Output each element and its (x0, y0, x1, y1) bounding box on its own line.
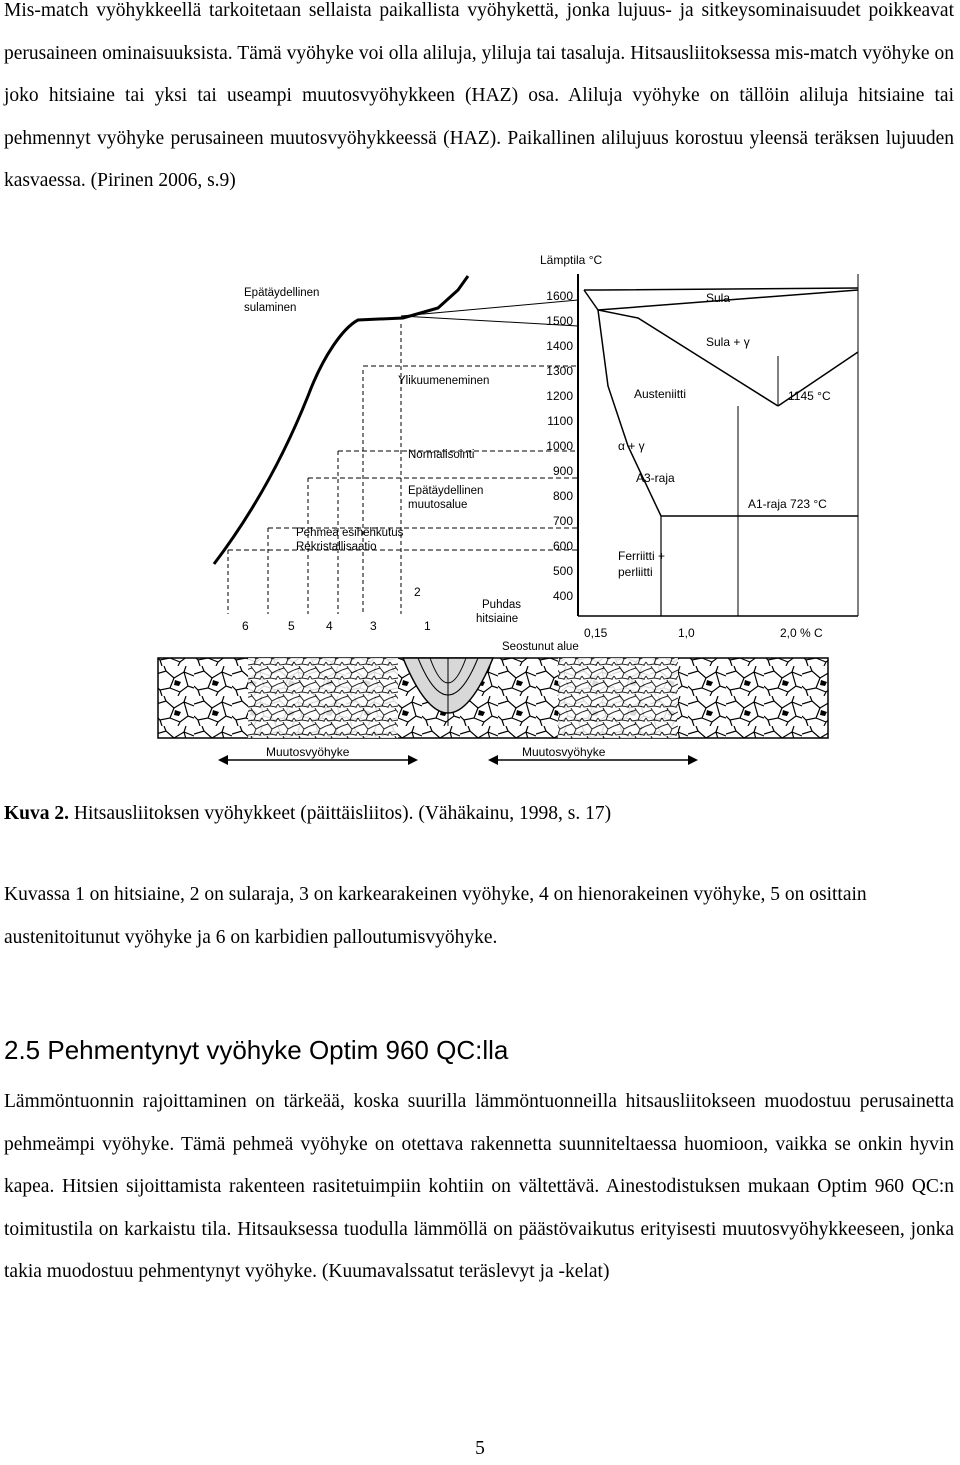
tick-1600: 1600 (546, 289, 573, 303)
label-muutosalue-1: Epätäydellinen (408, 485, 483, 497)
zone-number-5: 5 (288, 619, 295, 633)
paragraph-mismatch: Mis-match vyöhykkeellä tarkoitetaan sell… (4, 0, 954, 191)
tick-600: 600 (553, 539, 573, 553)
carbon-tick-015: 0,15 (584, 626, 608, 640)
label-epataydellinen-sulaminen-1: Epätäydellinen (244, 287, 319, 299)
zone-number-2: 2 (414, 585, 421, 599)
zone-arrows: Muutosvyöhyke Muutosvyöhyke (218, 745, 698, 765)
label-puhdas-hitsiaine-1: Puhdas (482, 599, 521, 611)
tick-1400: 1400 (546, 339, 573, 353)
label-rekristallisaatio: Rekristallisaatio (296, 541, 377, 553)
tick-900: 900 (553, 464, 573, 478)
figure-caption: Kuva 2. Hitsausliitoksen vyöhykkeet (päi… (4, 800, 611, 828)
label-ferriitti-1: Ferriitti + (618, 549, 665, 563)
zone-number-6: 6 (242, 619, 249, 633)
zone-number-3: 3 (370, 619, 377, 633)
label-sula: Sula (706, 291, 730, 305)
zone-number-4: 4 (326, 619, 333, 633)
label-a1: A1-raja 723 °C (748, 497, 827, 511)
temperature-ticks: 1600 1500 1400 1300 1200 1100 1000 900 8… (546, 289, 573, 603)
tick-1100: 1100 (547, 414, 573, 428)
label-seostunut-alue: Seostunut alue (502, 641, 579, 653)
phase-diagram: Lämptila °C 1600 1500 1400 1300 1200 110… (540, 253, 859, 640)
label-muutosvyohyke-right: Muutosvyöhyke (522, 745, 606, 759)
paragraph-zones: Kuvassa 1 on hitsiaine, 2 on sularaja, 3… (4, 884, 867, 948)
tick-1300: 1300 (546, 364, 573, 378)
label-1145: 1145 °C (788, 389, 831, 403)
carbon-ticks: 0,15 1,0 2,0 % C (584, 626, 823, 640)
zone-numbers: 6 5 4 3 1 2 (242, 585, 431, 633)
label-puhdas-hitsiaine-2: hitsiaine (476, 613, 518, 625)
paragraph-softened-zone: Lämmöntuonnin rajoittaminen on tärkeää, … (4, 1091, 954, 1282)
temperature-curve: Epätäydellinen sulaminen Ylikuumeneminen… (212, 275, 579, 653)
tick-800: 800 (553, 489, 573, 503)
caption-text: Hitsausliitoksen vyöhykkeet (päittäislii… (69, 803, 612, 824)
label-ylikuumeneminen: Ylikuumeneminen (398, 375, 489, 387)
label-sula-gamma: Sula + γ (706, 335, 750, 349)
section-heading: 2.5 Pehmentynyt vyöhyke Optim 960 QC:lla (4, 1035, 509, 1065)
tick-1200: 1200 (546, 389, 573, 403)
zone-number-1: 1 (424, 619, 431, 633)
label-muutosvyohyke-left: Muutosvyöhyke (266, 745, 350, 759)
microstructure-strip (157, 657, 829, 739)
label-epataydellinen-sulaminen-2: sulaminen (244, 302, 296, 314)
tick-1000: 1000 (546, 439, 573, 453)
axis-title: Lämptila °C (540, 253, 602, 267)
label-normalisointi: Normalisointi (408, 449, 474, 461)
tick-500: 500 (553, 564, 573, 578)
tick-400: 400 (553, 589, 573, 603)
tick-700: 700 (553, 514, 573, 528)
label-alpha-gamma: α + γ (618, 439, 645, 453)
label-ferriitti-2: perliitti (618, 565, 653, 579)
carbon-tick-20: 2,0 % C (780, 626, 823, 640)
page-number: 5 (475, 1438, 485, 1459)
label-pehmea-esihehkutus: Pehmeä esihehkutus (296, 527, 404, 539)
label-muutosalue-2: muutosalue (408, 499, 467, 511)
label-a3: A3-raja (636, 471, 675, 485)
weld-zone-figure: Lämptila °C 1600 1500 1400 1300 1200 110… (157, 253, 859, 765)
label-austeniitti: Austeniitti (634, 387, 686, 401)
caption-label: Kuva 2. (4, 803, 70, 824)
carbon-tick-10: 1,0 (678, 626, 695, 640)
